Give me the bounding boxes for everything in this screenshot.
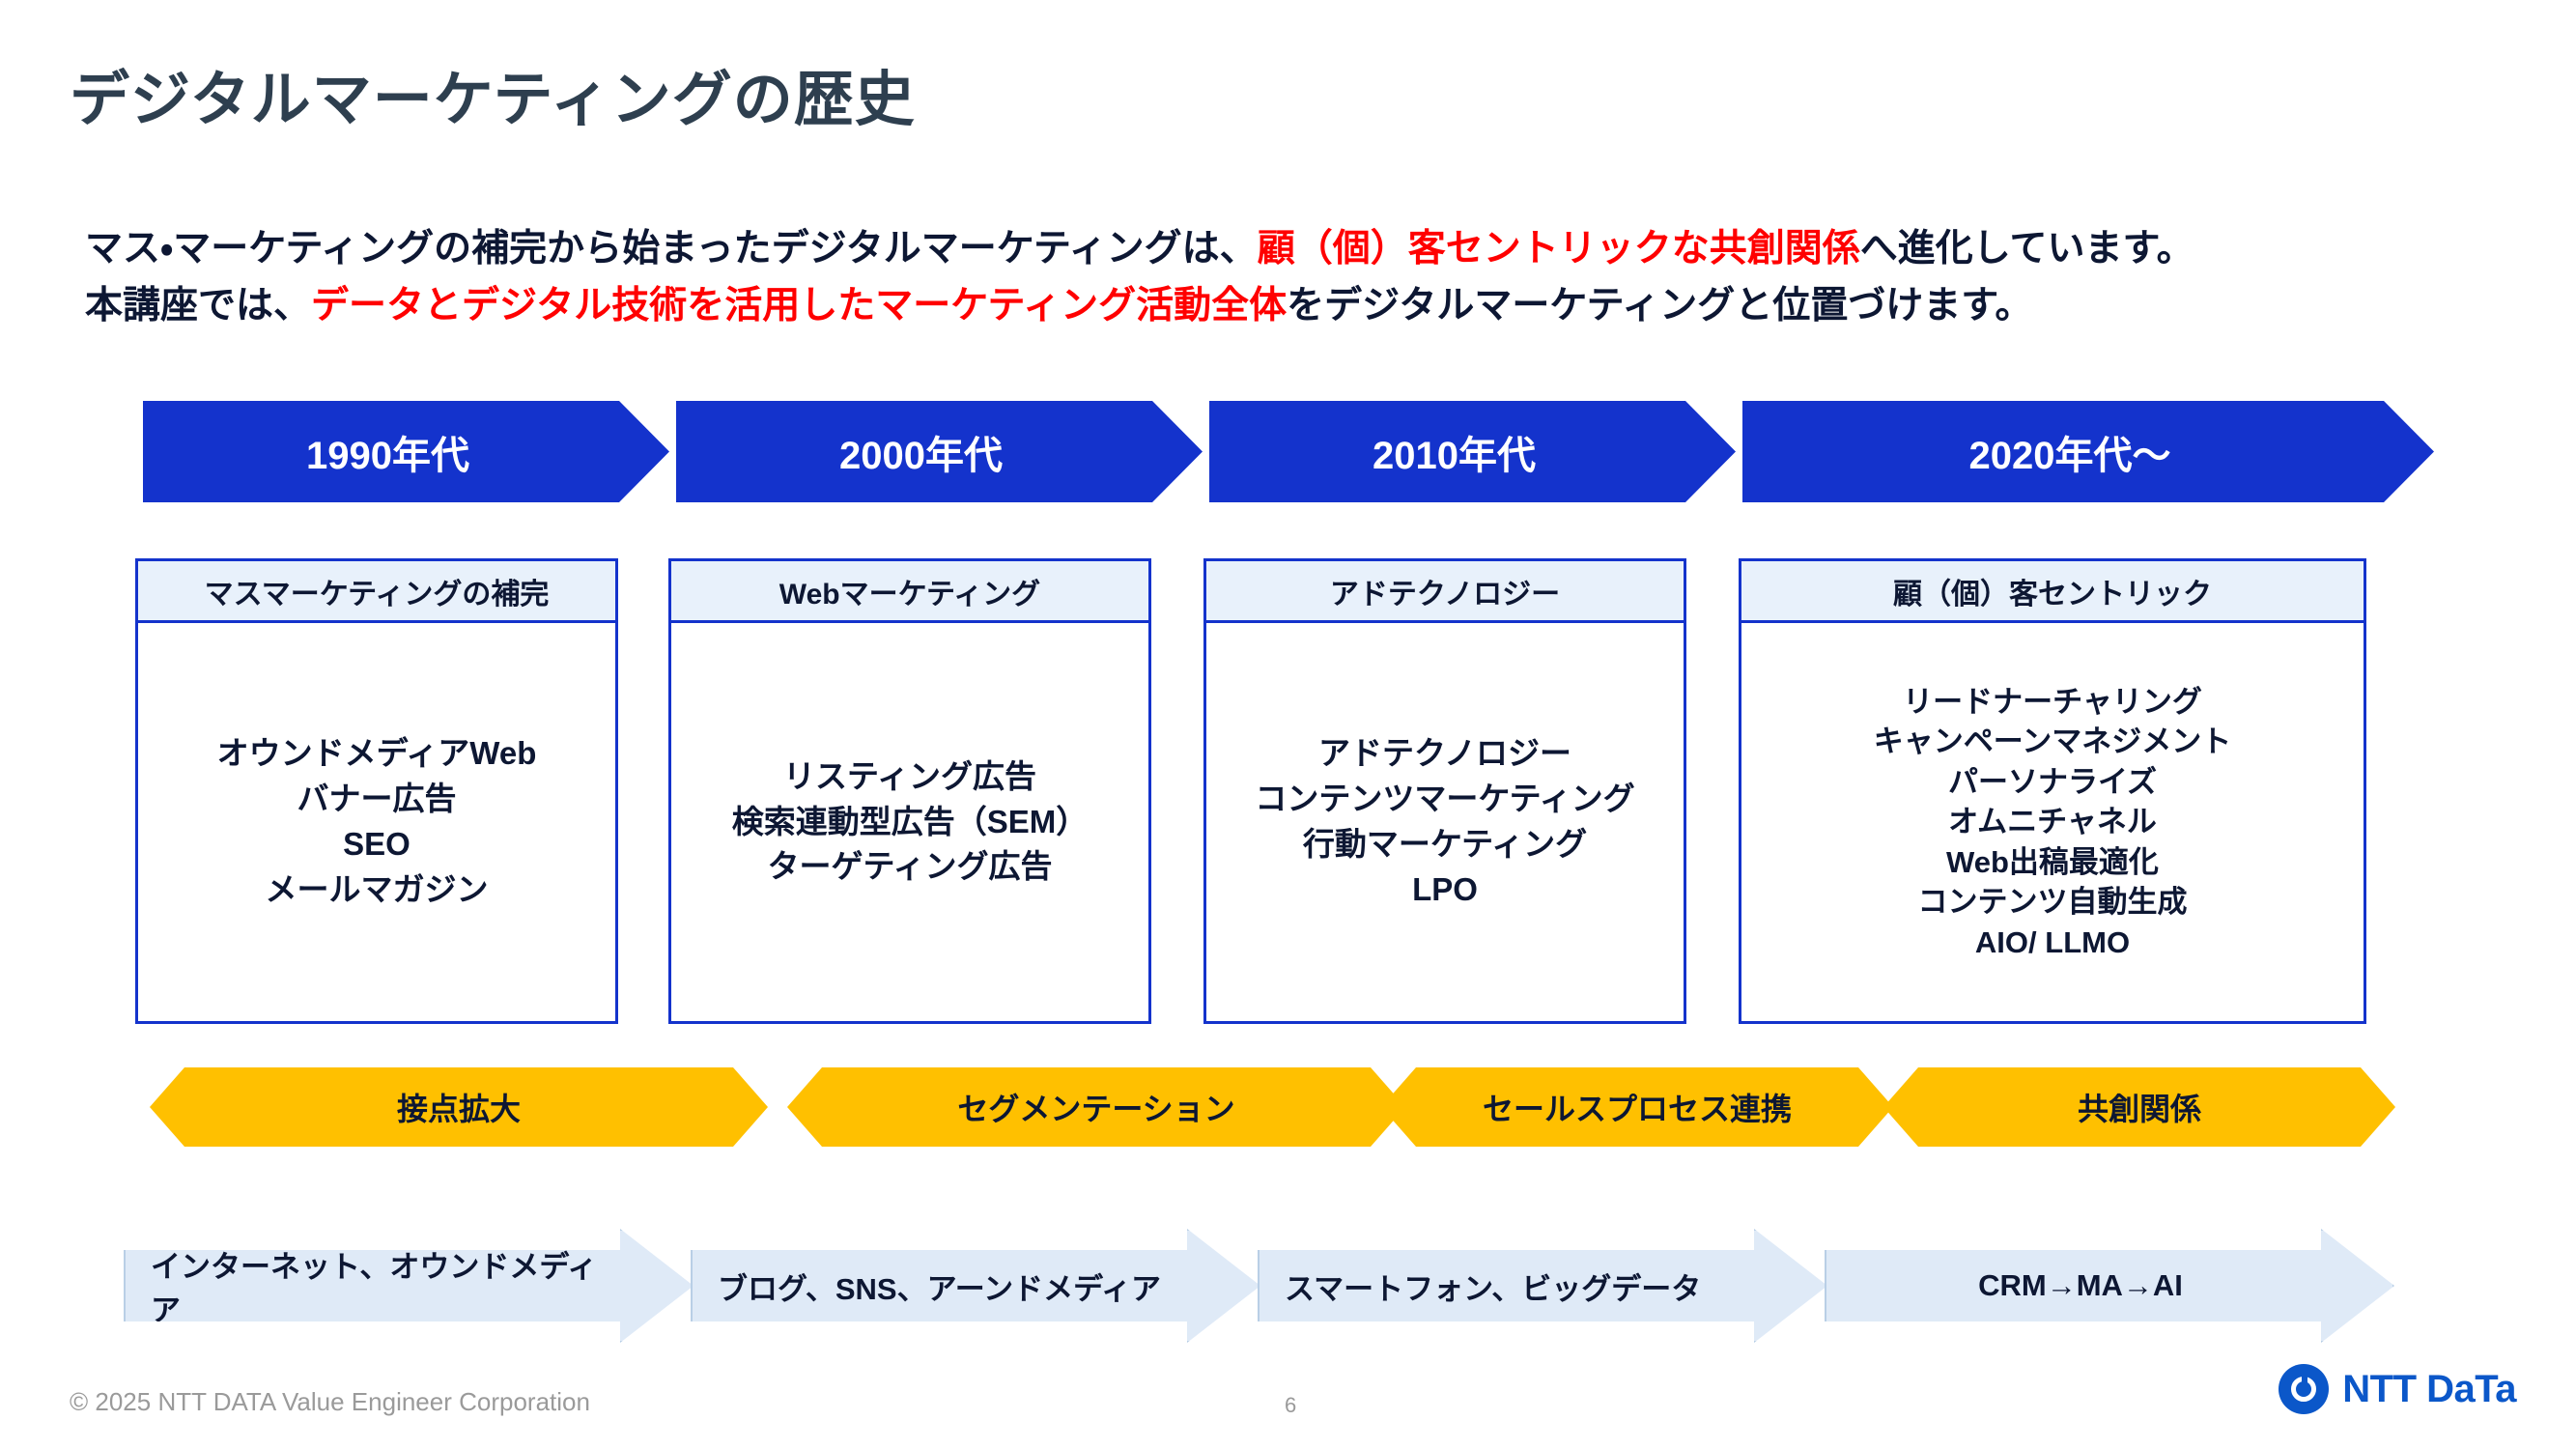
content-item: 行動マーケティング bbox=[1302, 826, 1588, 862]
content-item: パーソナライズ bbox=[1947, 764, 2158, 799]
bottom-arrow-4: CRM→MA→AI bbox=[1825, 1229, 2394, 1343]
content-item: 検索連動型広告（SEM） bbox=[731, 803, 1089, 839]
content-box-body: リードナーチャリング キャンペーンマネジメント パーソナライズ オムニチャネル … bbox=[1741, 623, 2364, 1021]
decade-chevron-2010s: 2010年代 bbox=[1209, 401, 1736, 502]
orange-step-label: セールスプロセス連携 bbox=[1482, 1092, 1792, 1126]
bottom-arrow-1: インターネット、オウンドメディア bbox=[124, 1229, 694, 1343]
subtitle-line-2: 本講座では、データとデジタル技術を活用したマーケティング活動全体をデジタルマーケ… bbox=[85, 277, 2194, 334]
content-item: オウンドメディアWeb bbox=[216, 735, 537, 772]
content-box-2000s: Webマーケティング リスティング広告 検索連動型広告（SEM） ターゲティング… bbox=[668, 558, 1151, 1024]
decade-label: 1990年代 bbox=[306, 434, 469, 477]
orange-step-band: 接点拡大 セグメンテーション セールスプロセス連携 共創関係 bbox=[0, 1067, 2576, 1147]
decade-chevron-band: 1990年代 2000年代 2010年代 2020年代〜 bbox=[0, 401, 2576, 502]
decade-chevron-2020s: 2020年代〜 bbox=[1742, 401, 2434, 502]
content-item: ターゲティング広告 bbox=[767, 848, 1053, 885]
orange-step-label: 接点拡大 bbox=[396, 1092, 521, 1126]
footer-page-number: 6 bbox=[1285, 1393, 1297, 1417]
decade-label: 2000年代 bbox=[839, 434, 1003, 477]
content-box-header: マスマーケティングの補完 bbox=[138, 561, 615, 623]
content-item: LPO bbox=[1412, 870, 1478, 907]
bottom-arrow-label: インターネット、オウンドメディア bbox=[151, 1250, 598, 1327]
bottom-arrow-band: インターネット、オウンドメディア ブログ、SNS、アーンドメディア スマートフォ… bbox=[0, 1229, 2576, 1343]
content-item: AIO/ LLMO bbox=[1974, 924, 2131, 959]
decade-label: 2020年代〜 bbox=[1968, 434, 2171, 477]
subtitle-line-1-highlight: 顧（個）客セントリックな共創関係 bbox=[1257, 228, 1860, 270]
orange-step-3: セールスプロセス連携 bbox=[1381, 1067, 1893, 1147]
content-item: リードナーチャリング bbox=[1903, 684, 2202, 719]
subtitle-line-1: マス・マーケティングの補完から始まったデジタルマーケティングは、顧（個）客セント… bbox=[85, 220, 2194, 277]
bottom-arrow-label: CRM→MA→AI bbox=[1978, 1268, 2183, 1302]
content-box-body: オウンドメディアWeb バナー広告 SEO メールマガジン bbox=[138, 623, 615, 1021]
content-item: コンテンツ自動生成 bbox=[1917, 885, 2188, 920]
decade-label: 2010年代 bbox=[1373, 434, 1536, 477]
decade-chevron-2000s: 2000年代 bbox=[676, 401, 1203, 502]
content-box-2010s: アドテクノロジー アドテクノロジー コンテンツマーケティング 行動マーケティング… bbox=[1203, 558, 1686, 1024]
bottom-arrow-2: ブログ、SNS、アーンドメディア bbox=[691, 1229, 1260, 1343]
ntt-data-logo-icon bbox=[2279, 1364, 2330, 1414]
content-box-header: 顧（個）客セントリック bbox=[1741, 561, 2364, 623]
bottom-arrow-3: スマートフォン、ビッグデータ bbox=[1258, 1229, 1827, 1343]
subtitle-line-2-suffix: をデジタルマーケティングと位置づけます。 bbox=[1287, 285, 2033, 327]
content-item: リスティング広告 bbox=[782, 757, 1037, 794]
subtitle-line-1-suffix: へ進化しています。 bbox=[1859, 228, 2194, 270]
orange-step-label: セグメンテーション bbox=[957, 1092, 1235, 1126]
page-title: デジタルマーケティングの歴史 bbox=[70, 67, 916, 133]
orange-step-2: セグメンテーション bbox=[787, 1067, 1405, 1147]
orange-step-label: 共創関係 bbox=[2077, 1092, 2201, 1126]
subtitle-line-2-highlight: データとデジタル技術を活用したマーケティング活動全体 bbox=[311, 285, 1288, 327]
content-box-body: リスティング広告 検索連動型広告（SEM） ターゲティング広告 bbox=[671, 623, 1148, 1021]
footer-copyright: © 2025 NTT DATA Value Engineer Corporati… bbox=[70, 1387, 590, 1416]
content-box-header: Webマーケティング bbox=[671, 561, 1148, 623]
content-item: Web出稿最適化 bbox=[1946, 844, 2159, 879]
content-item: アドテクノロジー bbox=[1317, 735, 1572, 772]
content-box-2020s: 顧（個）客セントリック リードナーチャリング キャンペーンマネジメント パーソナ… bbox=[1739, 558, 2366, 1024]
subtitle-line-1-prefix: マス・マーケティングの補完から始まったデジタルマーケティングは、 bbox=[85, 228, 1258, 270]
bottom-arrow-label: スマートフォン、ビッグデータ bbox=[1285, 1271, 1702, 1306]
decade-chevron-1990s: 1990年代 bbox=[143, 401, 669, 502]
content-item: コンテンツマーケティング bbox=[1255, 781, 1635, 817]
ntt-data-logo-text: NTT DaTa bbox=[2342, 1367, 2516, 1410]
content-item: SEO bbox=[343, 826, 410, 862]
content-box-1990s: マスマーケティングの補完 オウンドメディアWeb バナー広告 SEO メールマガ… bbox=[135, 558, 618, 1024]
content-item: バナー広告 bbox=[297, 781, 457, 817]
bottom-arrow-label: ブログ、SNS、アーンドメディア bbox=[718, 1271, 1161, 1306]
ntt-data-logo: NTT DaTa bbox=[2279, 1364, 2516, 1414]
orange-step-1: 接点拡大 bbox=[150, 1067, 768, 1147]
content-item: メールマガジン bbox=[265, 870, 489, 907]
content-box-body: アドテクノロジー コンテンツマーケティング 行動マーケティング LPO bbox=[1206, 623, 1684, 1021]
content-item: オムニチャネル bbox=[1948, 805, 2157, 839]
subtitle-block: マス・マーケティングの補完から始まったデジタルマーケティングは、顧（個）客セント… bbox=[85, 220, 2194, 335]
content-item: キャンペーンマネジメント bbox=[1873, 724, 2232, 759]
content-box-header: アドテクノロジー bbox=[1206, 561, 1684, 623]
orange-step-4: 共創関係 bbox=[1883, 1067, 2395, 1147]
subtitle-line-2-prefix: 本講座では、 bbox=[85, 285, 312, 327]
